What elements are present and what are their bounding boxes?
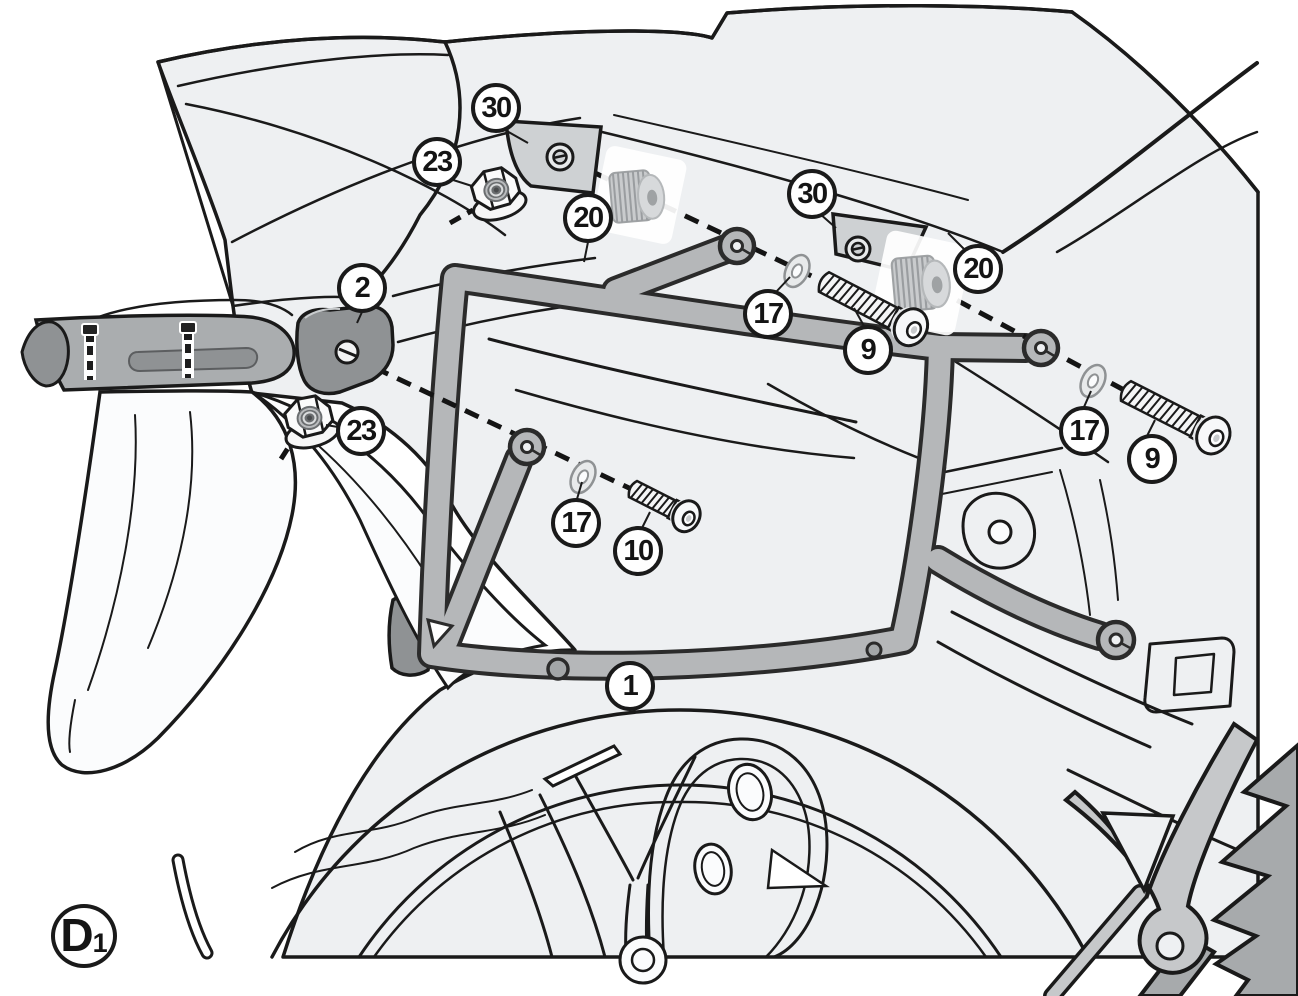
washer-part-17 bbox=[569, 459, 597, 495]
badge-number: 1 bbox=[92, 928, 108, 958]
rack-frame bbox=[417, 234, 1115, 681]
turn-signal bbox=[20, 320, 70, 388]
rear-wheel bbox=[171, 592, 1090, 985]
screw-part-9 bbox=[1119, 379, 1232, 456]
plate-bolt bbox=[81, 323, 99, 380]
rim-highlight bbox=[542, 744, 623, 788]
rack-eyelet bbox=[1021, 328, 1061, 368]
bodywork bbox=[156, 3, 1260, 959]
callout-30: 30 bbox=[787, 169, 837, 219]
washer-part-17 bbox=[783, 253, 811, 289]
callout-1: 1 bbox=[605, 661, 655, 711]
spacer-part-20-left bbox=[591, 146, 687, 244]
fasteners bbox=[283, 119, 1232, 534]
screw-part-9 bbox=[817, 270, 930, 348]
callout-23: 23 bbox=[412, 137, 462, 187]
callout-20: 20 bbox=[953, 244, 1003, 294]
nut-part-23 bbox=[283, 394, 341, 450]
plate-part-30-left bbox=[504, 119, 603, 195]
callout-23: 23 bbox=[336, 406, 386, 456]
callout-9: 9 bbox=[843, 325, 893, 375]
rack-eyelets bbox=[425, 226, 1137, 681]
rack-eyelet bbox=[507, 427, 547, 467]
callout-17: 17 bbox=[551, 498, 601, 548]
callout-30: 30 bbox=[471, 83, 521, 133]
callout-9: 9 bbox=[1127, 434, 1177, 484]
badge-letter: D bbox=[60, 909, 94, 962]
plate-bolt bbox=[179, 321, 197, 378]
callout-17: 17 bbox=[743, 289, 793, 339]
rack-hole bbox=[546, 657, 570, 681]
license-plate-bar bbox=[20, 298, 296, 392]
right-side-details bbox=[933, 446, 1298, 996]
footpeg-hanger bbox=[1062, 721, 1260, 975]
callout-2: 2 bbox=[337, 263, 387, 313]
bracket-part-2 bbox=[295, 304, 395, 396]
rack-eyelet bbox=[1095, 619, 1137, 661]
leader-lines bbox=[325, 129, 1156, 529]
washer-part-17 bbox=[1079, 363, 1107, 399]
rack-eyelet bbox=[717, 226, 757, 266]
wheel-carrier-plate bbox=[647, 737, 829, 959]
rack-joint-cutout bbox=[425, 617, 455, 650]
callout-20: 20 bbox=[563, 193, 613, 243]
callout-17: 17 bbox=[1059, 406, 1109, 456]
sprocket bbox=[1210, 742, 1298, 996]
screw-part-10 bbox=[627, 479, 702, 534]
rack-hole bbox=[865, 641, 883, 659]
callout-10: 10 bbox=[613, 526, 663, 576]
rear-mudguard bbox=[46, 389, 298, 775]
nut-part-23 bbox=[469, 166, 528, 222]
